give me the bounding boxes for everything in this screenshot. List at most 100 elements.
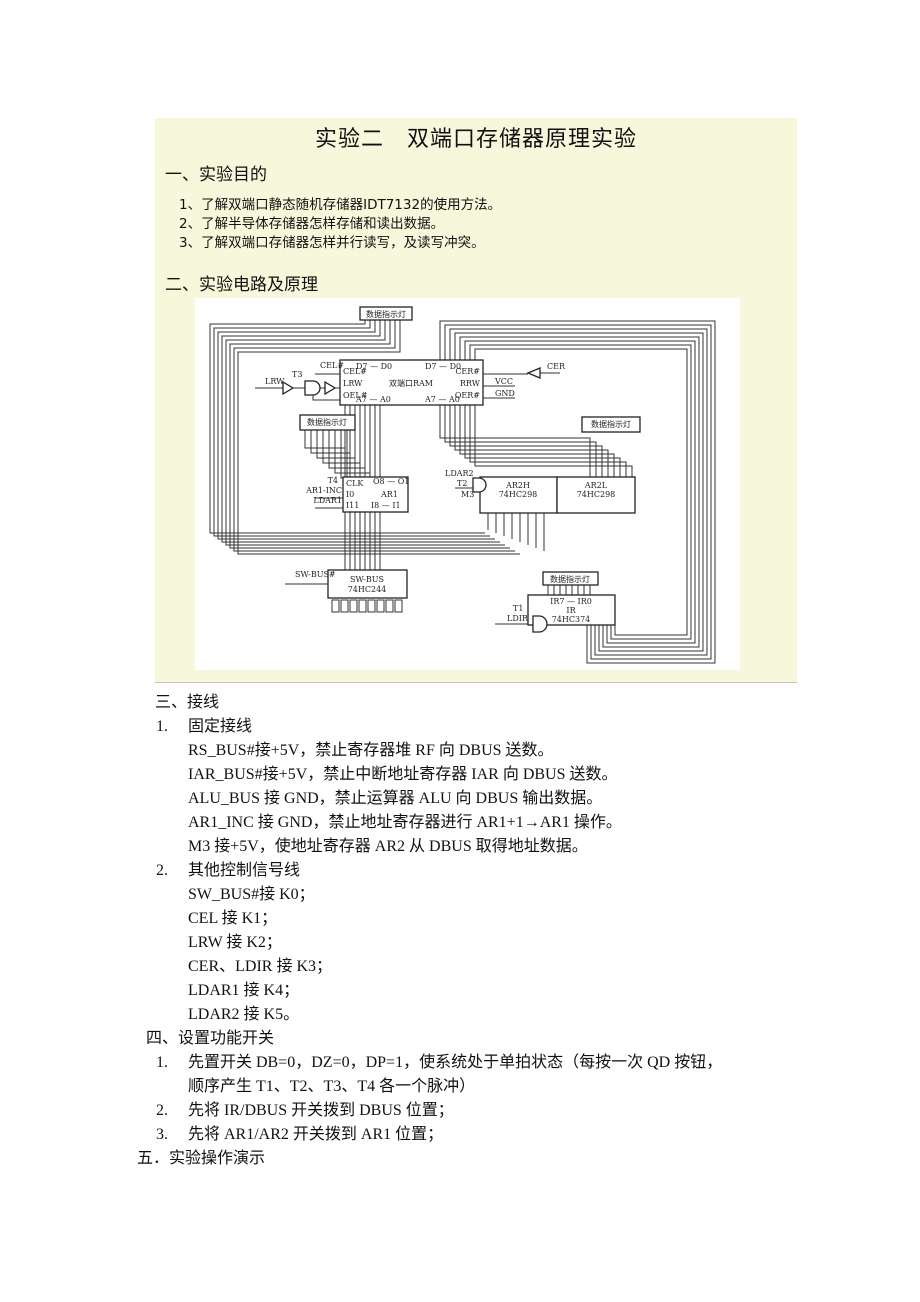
page-title: 实验二 双端口存储器原理实验 [314,127,637,152]
wiring-line: IAR_BUS#接+5V，禁止中断地址寄存器 IAR 向 DBUS 送数。 [188,766,618,783]
switch-step: 先置开关 DB=0，DZ=0，DP=1，使系统处于单拍状态（每按一次 QD 按钮… [188,1054,723,1071]
wiring-line: CER、LDIR 接 K3； [188,958,333,975]
signal-label: SW-BUS# [295,570,336,579]
switch-icon [358,599,367,613]
switch-icon [394,599,403,613]
and-gate-ldar2 [472,477,487,493]
wire [454,332,704,652]
wire [209,320,485,534]
switch-icon [385,599,394,613]
ram-pin-label: OER# [455,391,480,400]
ir-pin-label: IR7 — IR0 [550,597,592,606]
switch-step: 先将 AR1/AR2 开关拨到 AR1 位置； [188,1126,444,1143]
ir-chip-label: 74HC374 [552,615,591,624]
lamp-box-right [581,416,641,433]
list-number: 1. [156,1054,168,1071]
section-heading-switches: 四、设置功能开关 [146,1030,275,1047]
wire [217,320,495,540]
switch-icon [349,599,358,613]
list-number: 1. [156,718,168,735]
wire [304,430,345,449]
wire [444,324,712,660]
switch-step-cont: 顺序产生 T1、T2、T3、T4 各一个脉冲） [188,1078,476,1095]
ram-pin-label: A7 — A0 [424,395,460,404]
signal-label: CEL# [320,361,344,370]
lamp-box-ir [542,571,599,586]
ram-pin-label: LRW [343,379,363,388]
wire [233,320,515,552]
wire [322,430,360,464]
inverter-oel [324,380,337,396]
swbus-name: SW-BUS [350,575,384,584]
signal-label: AR1-INC [305,486,342,495]
wire [474,405,633,477]
subheading-other-signals: 其他控制信号线 [188,862,301,879]
swbus-chip-label: 74HC244 [348,585,387,594]
wiring-line: M3 接+5V，使地址寄存器 AR2 从 DBUS 取得地址数据。 [188,838,588,855]
wire [449,328,708,656]
signal-label: T3 [292,370,302,379]
ar2l-chip-label: 74HC298 [577,490,616,499]
wire [439,320,716,664]
switch-step: 先将 IR/DBUS 开关拨到 DBUS 位置； [188,1102,454,1119]
goal-item: 1、了解双端口静态随机存储器IDT7132的使用方法。 [179,197,502,213]
wire [334,430,370,474]
list-number: 2. [156,1102,168,1119]
ar1-pin-label: O8 — O1 [373,477,409,486]
ar1-pin-label: I0 [346,490,354,499]
goal-item: 3、了解双端口存储器怎样并行读写，及读写冲突。 [179,235,485,251]
ar2h-name: AR2H [505,481,530,490]
subheading-fixed-wiring: 固定接线 [188,718,253,735]
signal-label: GND [495,389,515,398]
ar1-chip [342,476,409,513]
ir-name: IR [566,606,576,615]
and-gate-t3 [304,380,321,396]
wire [474,348,688,636]
lamp-box-left [299,414,356,431]
wire [221,320,500,543]
divider [155,682,797,683]
wiring-line: LRW 接 K2； [188,934,282,951]
wiring-line: CEL 接 K1； [188,910,278,927]
ram-pin-label: OEL# [343,391,368,400]
ram-pin-label: A7 — A0 [355,395,391,404]
inverter-cer [526,367,541,379]
wire [464,405,621,477]
lamp-box-top [359,306,413,321]
lamp-label: 数据指示灯 [550,574,590,584]
wiring-line: ALU_BUS 接 GND，禁止运算器 ALU 向 DBUS 输出数据。 [188,790,603,807]
wire [459,336,700,648]
signal-label: LDAR2 [445,469,474,478]
wiring-line: LDAR2 接 K5。 [188,1006,300,1023]
signal-label: LRW [265,377,285,386]
circuit-diagram: 数据指示灯 数据指示灯 数据指示灯 数据指示灯 D7 — D0 D7 — D0 … [195,298,740,670]
ar2l-chip [556,476,636,514]
list-number: 3. [156,1126,168,1143]
ram-pin-label: D7 — D0 [356,362,392,371]
wire [213,320,490,537]
wire [229,320,510,549]
ram-chip [339,359,484,406]
switch-icon [340,599,349,613]
switch-icon [331,599,340,613]
ar1-name: AR1 [380,490,398,499]
switch-icon [367,599,376,613]
wire [454,405,609,477]
section-heading-demo: 五．实验操作演示 [137,1150,266,1167]
ram-pin-label: D7 — D0 [425,362,461,371]
signal-label: LDIR [507,614,529,623]
ram-pin-label: RRW [460,379,481,388]
signal-label: CER [547,362,566,371]
wire [444,405,597,477]
and-gate-ldir [532,615,548,633]
goal-item: 2、了解半导体存储器怎样存储和读出数据。 [179,216,445,232]
lamp-label: 数据指示灯 [307,417,347,427]
wire [469,405,627,477]
signal-label: M3 [461,490,474,499]
swbus-chip [327,569,408,599]
ar1-pin-label: CLK [346,479,364,488]
ram-name: 双端口RAM [389,378,433,388]
ar2h-chip-label: 74HC298 [499,490,538,499]
section-heading-circuit: 二、实验电路及原理 [165,275,318,295]
ram-pin-label: CER# [455,367,480,376]
